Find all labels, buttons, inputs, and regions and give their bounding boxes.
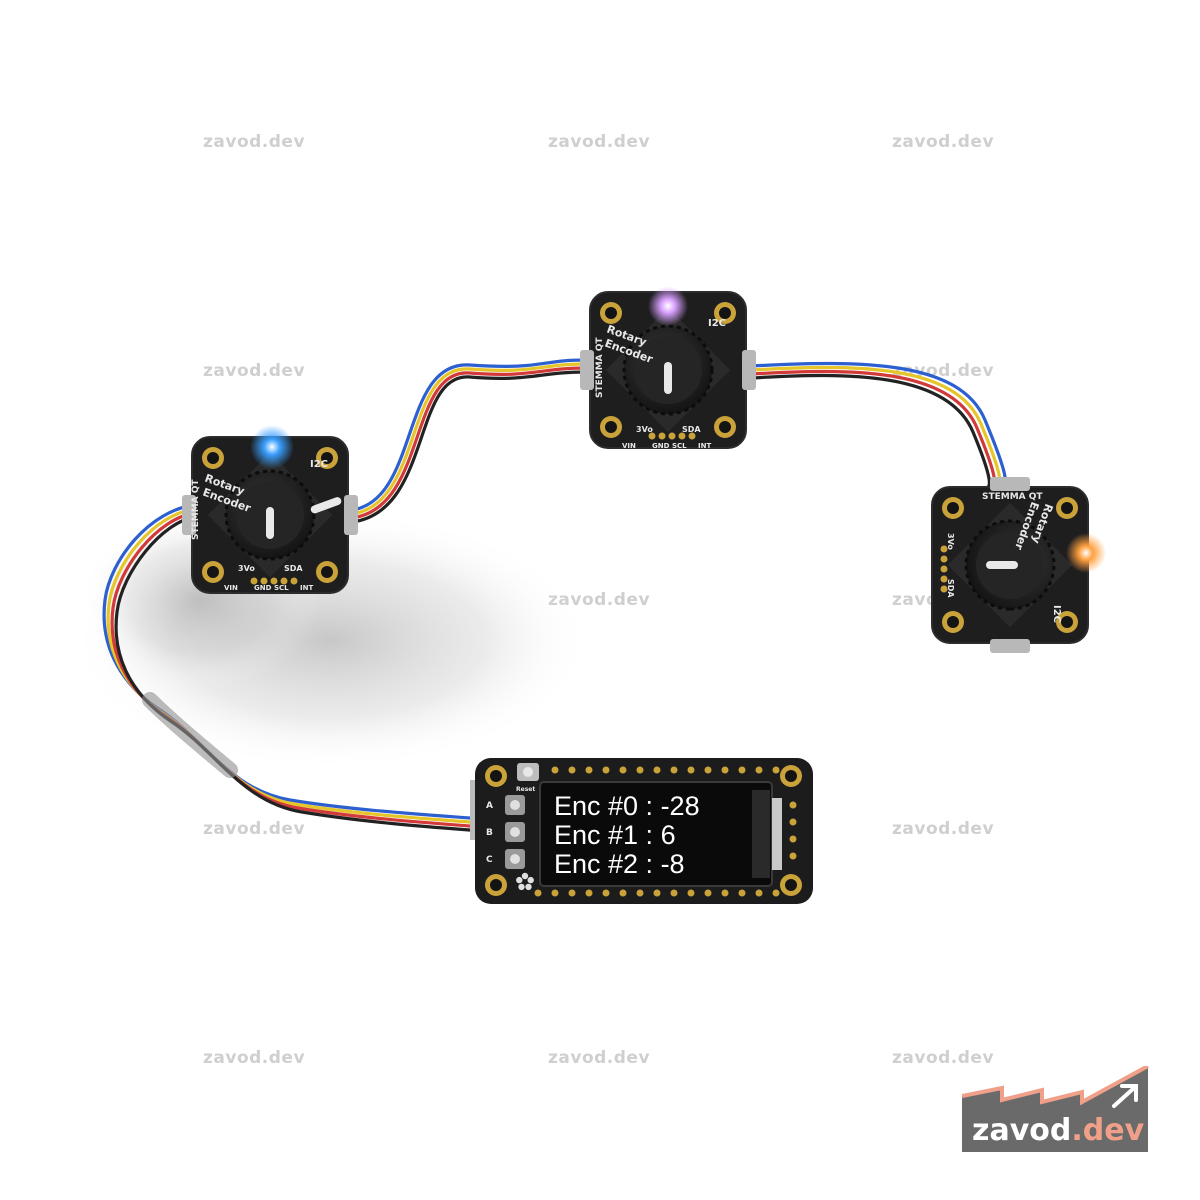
pin-3v: 3Vo [238,564,255,573]
oled-line-enc-0: Enc #0 : -28 [554,791,700,821]
button-b-label: B [486,828,493,838]
watermark: zavod.dev [203,132,306,152]
watermark: zavod.dev [548,132,651,152]
watermark: zavod.dev [892,132,995,152]
feather-oled-board: A B C Reset Enc #0 : -28 Enc #1 : 6 Enc … [470,758,813,904]
rotary-encoder-board-1: Rotary Encoder I2C STEMMA QT 3Vo SDA VIN… [182,425,358,593]
pin-scl: SCL [672,442,687,450]
zavod-logo [962,1066,1149,1152]
watermark: zavod.dev [892,819,995,839]
pin-scl: SCL [274,584,289,592]
pin-int: INT [300,584,313,592]
watermark: zavod.dev [548,1048,651,1068]
adafruit-logo-icon [516,872,534,891]
pin-int: INT [698,442,711,450]
pin-vin: VIN [224,584,238,592]
pin-gnd: GND [254,584,272,592]
pin-vin: VIN [622,442,636,450]
reset-label: Reset [516,786,535,793]
rotary-encoder-board-2: Rotary Encoder I2C STEMMA QT 3Vo SDA [932,477,1106,653]
board-i2c-label: I2C [708,318,726,329]
pin-gnd: GND [652,442,670,450]
watermark: zavod.dev [203,361,306,381]
oled-line-enc-1: Enc #1 : 6 [554,820,676,850]
rotary-encoder-board-0: Rotary Encoder I2C STEMMA QT 3Vo SDA VIN… [580,286,756,450]
logo-accent: .dev [1071,1113,1145,1148]
board-brand: STEMMA QT [595,337,605,398]
board-brand: STEMMA QT [982,492,1043,502]
pin-3v: 3Vo [946,533,955,550]
pin-sda: SDA [284,564,303,573]
watermark: zavod.dev [203,1048,306,1068]
board-brand: STEMMA QT [191,479,201,540]
pin-sda: SDA [682,425,701,434]
pin-3v: 3Vo [636,425,653,434]
board-i2c-label: I2C [310,459,328,470]
arrow-up-right-icon [1112,1084,1138,1108]
watermark: zavod.dev [203,819,306,839]
pin-sda: SDA [946,579,955,598]
watermark: zavod.dev [892,1048,995,1068]
logo-main: zavod [972,1113,1072,1148]
board-i2c-label: I2C [1051,605,1062,623]
button-a-label: A [486,801,493,811]
zavod-logo-text: zavod.dev [972,1113,1144,1148]
button-c-label: C [486,855,493,865]
oled-line-enc-2: Enc #2 : -8 [554,849,685,879]
